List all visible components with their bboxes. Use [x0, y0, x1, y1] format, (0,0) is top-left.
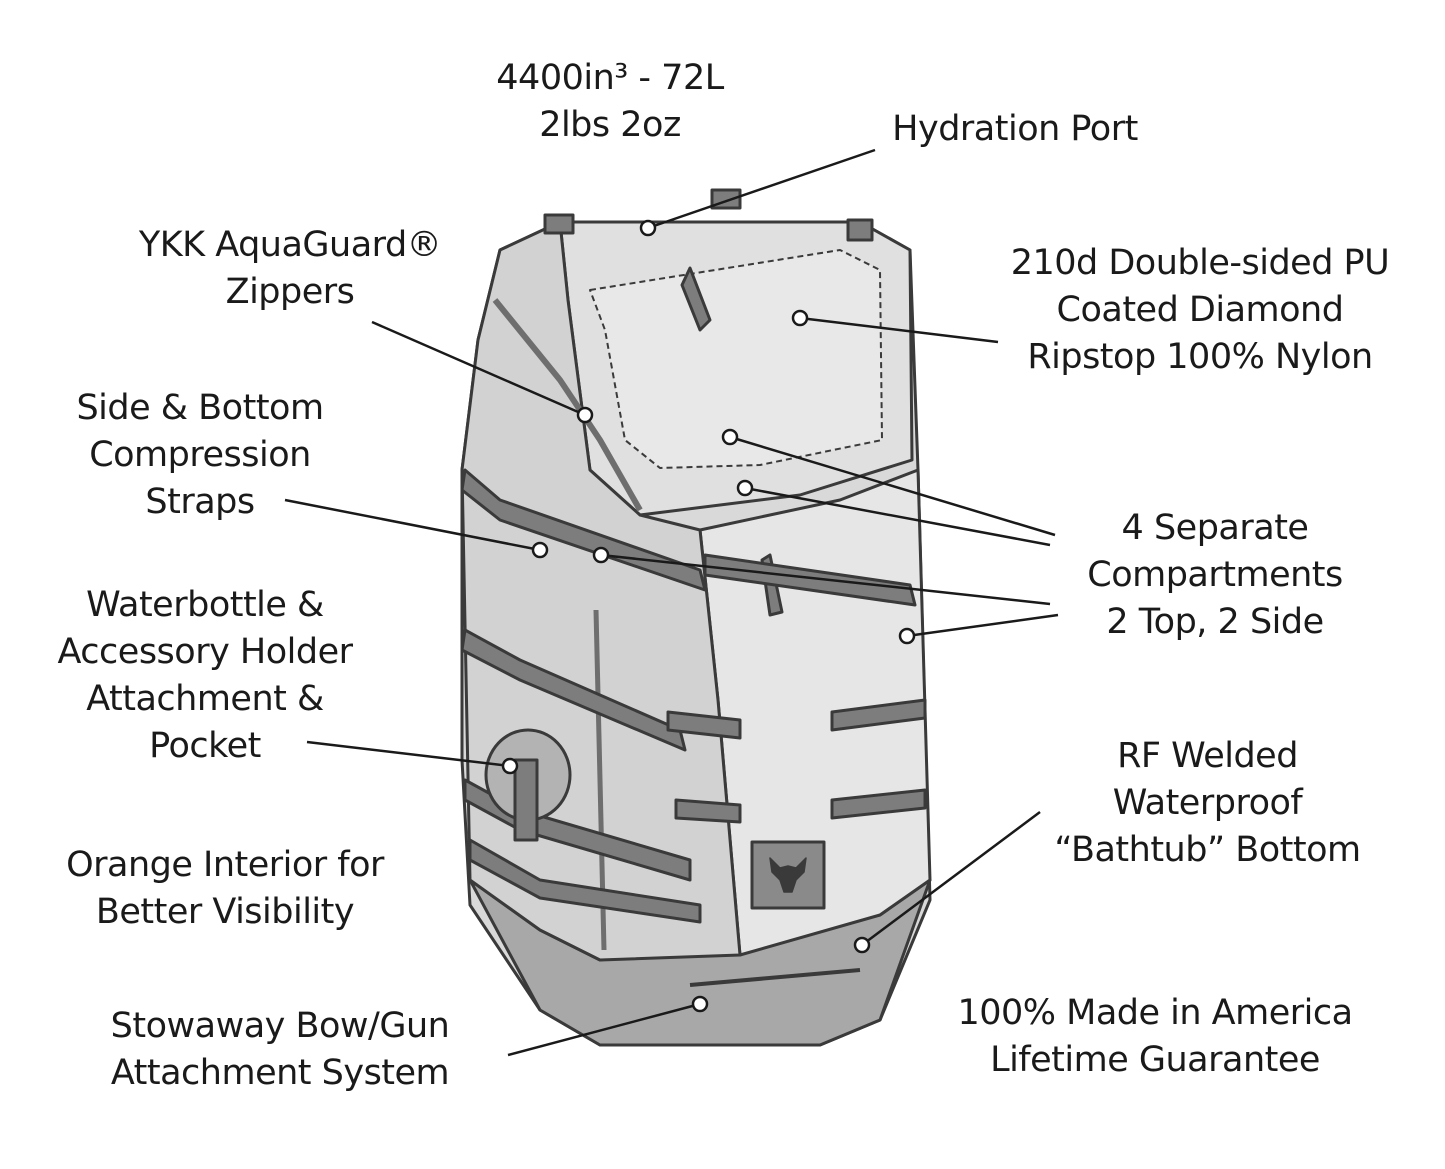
leader-waterbottle: [306, 740, 511, 768]
dot-compartment-1: [721, 428, 739, 446]
dot-stowaway: [691, 995, 709, 1013]
label-interior-line-1: Orange Interior for: [66, 845, 384, 885]
label-zippers: YKK AquaGuard® Zippers: [120, 222, 460, 316]
hydration-tab-left: [543, 213, 575, 235]
backpack-illustration: [460, 188, 932, 1047]
label-america-line-1: 100% Made in America: [957, 993, 1353, 1033]
label-stowaway-line-1: Stowaway Bow/Gun: [110, 1006, 450, 1046]
compression-strap-4: [468, 838, 702, 924]
dot-compartment-4: [898, 627, 916, 645]
label-waterbottle-line-4: Pocket: [149, 726, 261, 766]
label-america-line-2: Lifetime Guarantee: [990, 1040, 1320, 1080]
label-waterbottle: Waterbottle & Accessory Holder Attachmen…: [25, 582, 385, 770]
label-capacity-line-1: 4400in³ - 72L: [496, 58, 724, 98]
lid-pocket: [589, 249, 883, 469]
compression-strap-2: [460, 628, 687, 752]
label-fabric-line-3: Ripstop 100% Nylon: [1027, 337, 1373, 377]
label-zippers-line-2: Zippers: [225, 272, 355, 312]
label-waterbottle-line-2: Accessory Holder: [57, 632, 353, 672]
label-bathtub: RF Welded Waterproof “Bathtub” Bottom: [1030, 733, 1385, 874]
label-stowaway: Stowaway Bow/Gun Attachment System: [75, 1003, 485, 1097]
leader-stowaway: [507, 1002, 701, 1057]
label-bathtub-line-2: Waterproof: [1112, 783, 1303, 823]
stag-skull-icon: [769, 857, 807, 893]
label-hydration-line-1: Hydration Port: [892, 109, 1138, 149]
leader-compartment-4: [906, 613, 1059, 638]
label-waterbottle-line-3: Attachment &: [86, 679, 324, 719]
lid-zipper-pull: [680, 266, 712, 332]
leader-compartment-3: [600, 553, 1051, 606]
dot-straps: [531, 541, 549, 559]
callout-dots: [501, 219, 916, 1013]
label-capacity-line-2: 2lbs 2oz: [539, 105, 681, 145]
callout-lines: [284, 148, 1059, 1057]
label-zippers-line-1: YKK AquaGuard®: [138, 225, 442, 265]
dot-bathtub: [853, 936, 871, 954]
bottom-weld-line: [689, 968, 861, 987]
label-straps-line-1: Side & Bottom: [76, 388, 324, 428]
front-strap-1: [703, 553, 917, 607]
leader-hydration: [647, 148, 876, 230]
label-compartments: 4 Separate Compartments 2 Top, 2 Side: [1055, 505, 1375, 646]
dot-fabric: [791, 309, 809, 327]
label-compartments-line-1: 4 Separate: [1121, 508, 1309, 548]
label-waterbottle-line-1: Waterbottle &: [86, 585, 324, 625]
label-straps-line-3: Straps: [145, 482, 255, 522]
dot-compartment-3: [592, 546, 610, 564]
label-interior-line-2: Better Visibility: [95, 892, 355, 932]
label-interior: Orange Interior for Better Visibility: [40, 842, 410, 936]
front-strap-2: [666, 710, 742, 740]
label-straps-line-2: Compression: [89, 435, 311, 475]
label-compartments-line-3: 2 Top, 2 Side: [1106, 602, 1324, 642]
front-strap-4: [674, 798, 742, 824]
leader-compartment-1: [729, 435, 1056, 537]
label-straps: Side & Bottom Compression Straps: [45, 385, 355, 526]
label-compartments-line-2: Compartments: [1087, 555, 1343, 595]
label-fabric: 210d Double-sided PU Coated Diamond Rips…: [980, 240, 1420, 381]
waterbottle-strap: [513, 758, 539, 842]
dot-hydration: [639, 219, 657, 237]
label-bathtub-line-3: “Bathtub” Bottom: [1054, 830, 1361, 870]
label-hydration: Hydration Port: [870, 106, 1160, 153]
leader-compartment-2: [744, 486, 1051, 547]
dot-compartment-2: [736, 479, 754, 497]
dot-waterbottle: [501, 757, 519, 775]
label-fabric-line-2: Coated Diamond: [1056, 290, 1344, 330]
label-fabric-line-1: 210d Double-sided PU: [1010, 243, 1390, 283]
label-stowaway-line-2: Attachment System: [110, 1053, 450, 1093]
label-bathtub-line-1: RF Welded: [1117, 736, 1298, 776]
leader-bathtub: [861, 810, 1041, 947]
dot-zippers: [576, 406, 594, 424]
leader-straps: [284, 498, 541, 552]
leader-zippers: [371, 320, 586, 417]
hydration-tab-far: [846, 218, 874, 242]
label-america: 100% Made in America Lifetime Guarantee: [925, 990, 1385, 1084]
leader-fabric: [799, 316, 999, 344]
front-strap-5: [830, 788, 927, 820]
label-capacity: 4400in³ - 72L 2lbs 2oz: [460, 55, 760, 149]
front-strap-3: [830, 698, 927, 732]
